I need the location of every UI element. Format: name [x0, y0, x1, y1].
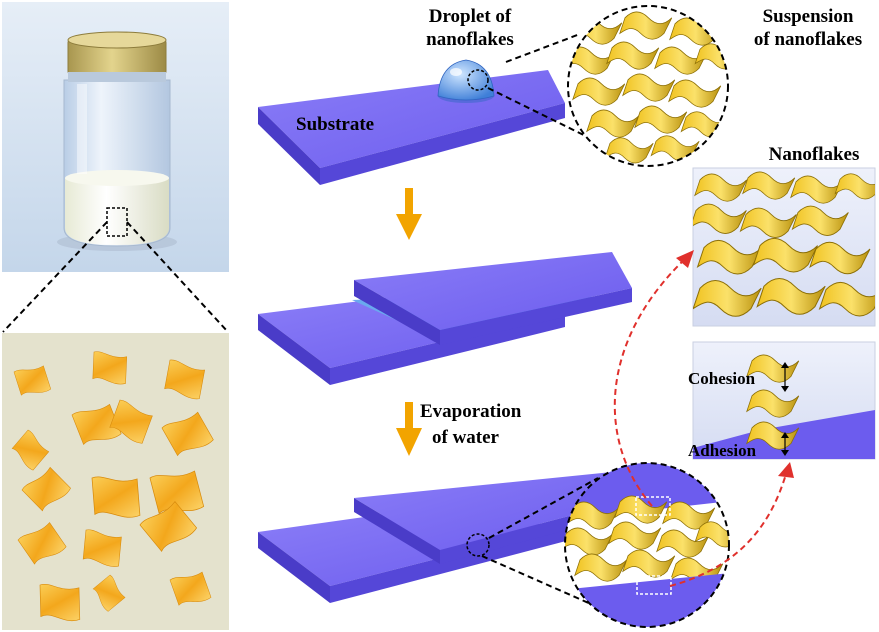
cohesion-label: Cohesion — [688, 369, 756, 388]
suspension-label-line1: Suspension — [763, 6, 854, 27]
droplet-label-line1: Droplet of — [429, 6, 512, 27]
zoom-line-bottom-1 — [488, 477, 599, 539]
adhesion-arrow — [781, 432, 789, 456]
assembled-magnifier — [564, 462, 730, 628]
nanoflakes-panel — [692, 167, 876, 327]
cohesion-arrow — [781, 362, 789, 392]
dashed-arrow-to-nanoflakes — [613, 250, 694, 507]
adhesion-label: Adhesion — [688, 441, 757, 460]
zoom-line-bottom-2 — [481, 555, 601, 609]
zoom-line-top-2 — [487, 87, 607, 147]
process-arrow-1 — [396, 188, 422, 240]
zoom-line-top-1 — [505, 33, 581, 63]
process-arrow-2 — [396, 402, 422, 456]
nanoflake-droplet — [437, 59, 495, 103]
evaporation-label-line2: of water — [432, 427, 500, 448]
evaporation-label-line1: Evaporation — [420, 401, 522, 422]
suspension-label-line2: of nanoflakes — [754, 29, 862, 50]
nanoflakes-label: Nanoflakes — [769, 144, 860, 165]
substrate-stage2 — [258, 252, 632, 385]
zoom-line-right — [126, 221, 229, 333]
substrate-label: Substrate — [296, 114, 374, 135]
droplet-label-line2: nanoflakes — [426, 29, 514, 50]
dashed-arrow-to-adhesion — [669, 462, 794, 587]
zoom-line-left — [2, 221, 108, 333]
suspension-magnifier — [567, 5, 729, 167]
vial-illustration — [57, 31, 177, 251]
